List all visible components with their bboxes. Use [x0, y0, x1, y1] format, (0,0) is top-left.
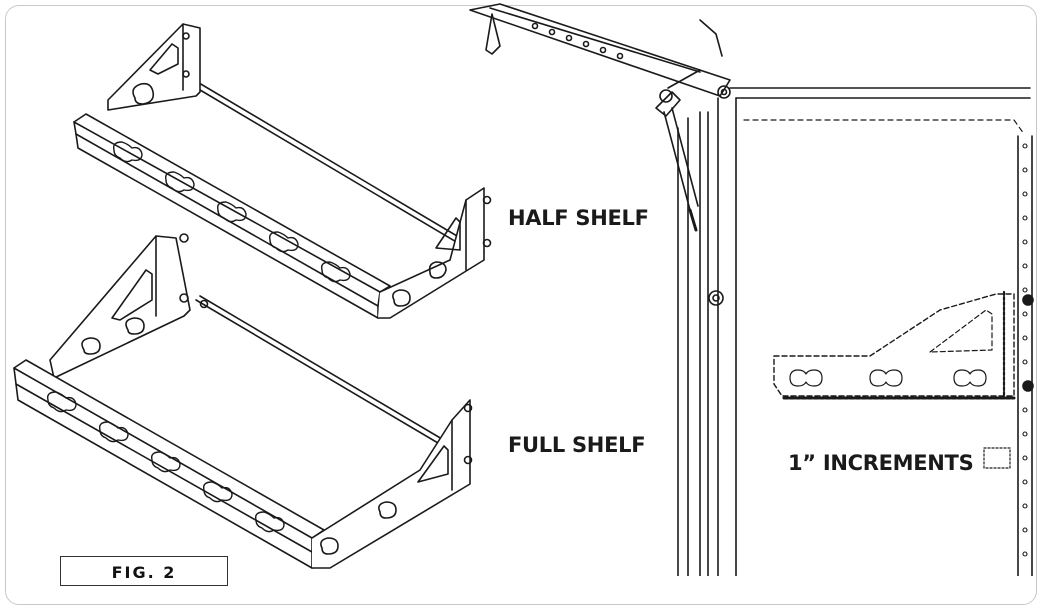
figure-caption: FIG. 2: [60, 556, 228, 586]
shelf-diagram: [13, 3, 1034, 576]
half-shelf-drawing: [73, 23, 492, 319]
full-shelf-drawing: [13, 233, 473, 569]
half-shelf-label: HALF SHELF: [508, 206, 649, 230]
full-shelf-label: FULL SHELF: [508, 433, 646, 457]
increments-label: 1” INCREMENTS: [788, 451, 974, 475]
cabinet-drawing: [469, 3, 1034, 576]
